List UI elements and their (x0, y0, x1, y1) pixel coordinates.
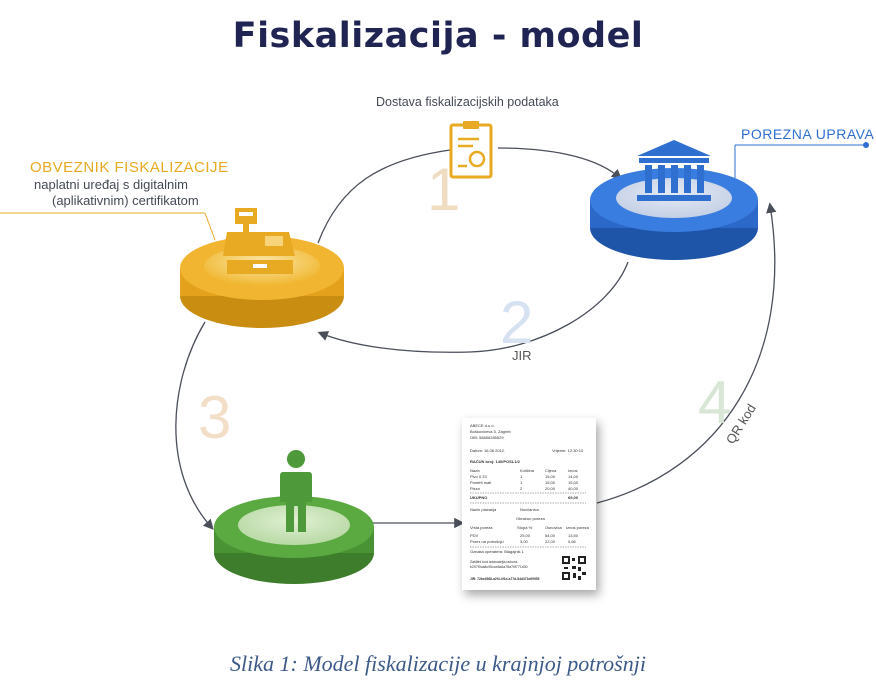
receipt-tax-row-1-2: 22,00 (545, 539, 556, 544)
tax-office-title: POREZNA UPRAVA (741, 126, 875, 142)
receipt-item-2-0: Pizza (470, 486, 481, 491)
diagram-title: Fiskalizacija - model (232, 16, 644, 56)
receipt: ABECE d.o.o. Boškovićeva 5, Zagreb OIB: … (462, 418, 596, 590)
receipt-item-1-1: 1 (520, 480, 523, 485)
delivery-label: Dostava fiskalizacijskih podataka (376, 95, 559, 109)
tax-office-leader-line (734, 142, 869, 178)
step-number-2: 2 (500, 289, 533, 356)
receipt-item-2-3: 40,00 (568, 486, 579, 491)
receipt-tax-row-1-3: 0,66 (568, 539, 577, 544)
certificate-icon (449, 121, 493, 179)
receipt-tax-header-2: Osnovica (545, 525, 562, 530)
receipt-item-0-3: 14,00 (568, 474, 579, 479)
arrow-step-2 (317, 261, 629, 353)
receipt-invoice: RAČUN broj: 140/POSL1/2 (470, 459, 521, 464)
receipt-tax-header-1: Stopa % (517, 525, 533, 530)
taxpayer-title: OBVEZNIK FISKALIZACIJE (30, 159, 229, 176)
receipt-tax-section: Obračun poreza (516, 516, 545, 521)
receipt-address: Boškovićeva 5, Zagreb (470, 429, 511, 434)
step-2-label: JIR (512, 348, 532, 363)
step-number-1: 1 (427, 156, 460, 223)
receipt-header-0: Naziv (470, 468, 480, 473)
taxpayer-line1: naplatni uređaj s digitalnim (34, 177, 188, 192)
cash-register-icon (223, 208, 295, 274)
receipt-time: Vrijeme: 12:30:10 (552, 448, 584, 453)
receipt-company: ABECE d.o.o. (470, 423, 495, 428)
receipt-tax-row-1-1: 3,00 (520, 539, 529, 544)
receipt-payment-label: Način plaćanja (470, 507, 497, 512)
taxpayer-line2: (aplikativnim) certifikatom (52, 193, 199, 208)
receipt-total-value: 69,00 (568, 495, 579, 500)
receipt-item-2-2: 20,00 (545, 486, 556, 491)
bank-building-icon (637, 140, 711, 201)
step-number-3: 3 (198, 384, 231, 451)
arrow-step-3 (175, 321, 214, 530)
receipt-tax-row-0-0: PDV (470, 533, 479, 538)
receipt-tax-row-1-0: Porez na potrošnju (470, 539, 504, 544)
receipt-tax-header-3: Iznos poreza (566, 525, 590, 530)
arrow-step-4 (596, 202, 777, 504)
receipt-item-1-0: Pomfrit mali (470, 480, 491, 485)
receipt-zki: b297f0ca8c95cce8a6a78a79f771d30 (470, 565, 528, 569)
receipt-date: Datum: 16.06.2012. (470, 448, 505, 453)
receipt-operator: Oznaka operatera: Blagajnik 1 (470, 549, 525, 554)
receipt-tax-header-0: Vrsta poreza (470, 525, 493, 530)
receipt-total-label: UKUPNO (470, 495, 487, 500)
receipt-item-0-2: 15,00 (545, 474, 556, 479)
receipt-payment-value: Novčanica (520, 507, 539, 512)
taxpayer-leader-line (0, 212, 216, 241)
receipt-tax-row-0-1: 25,00 (520, 533, 531, 538)
receipt-oib: OIB: 58656285529 (470, 435, 504, 440)
arrow-step-1 (317, 149, 451, 244)
receipt-item-1-3: 15,00 (568, 480, 579, 485)
qr-code-icon (562, 556, 586, 580)
arrow-step-1b (497, 147, 622, 180)
receipt-item-2-1: 2 (520, 486, 523, 491)
receipt-item-1-2: 15,00 (545, 480, 556, 485)
step-number-4: 4 (698, 369, 731, 436)
receipt-header-1: Količina (520, 468, 535, 473)
receipt-header-3: Iznos (568, 468, 578, 473)
receipt-item-0-0: Pivo 0.33 (470, 474, 487, 479)
receipt-item-0-1: 1 (520, 474, 523, 479)
receipt-header-2: Cijena (545, 468, 557, 473)
receipt-tax-row-0-3: 13,50 (568, 533, 579, 538)
receipt-jir: JIR: 72be4568-a2f4-4f1d-a77d-84d373e6995… (470, 577, 540, 581)
receipt-tax-row-0-2: 54,00 (545, 533, 556, 538)
receipt-zki-label: Zaštitni kod izdavatelja računa: (470, 560, 518, 564)
person-icon (280, 450, 312, 532)
figure-caption: Slika 1: Model fiskalizacije u krajnjoj … (230, 651, 646, 676)
